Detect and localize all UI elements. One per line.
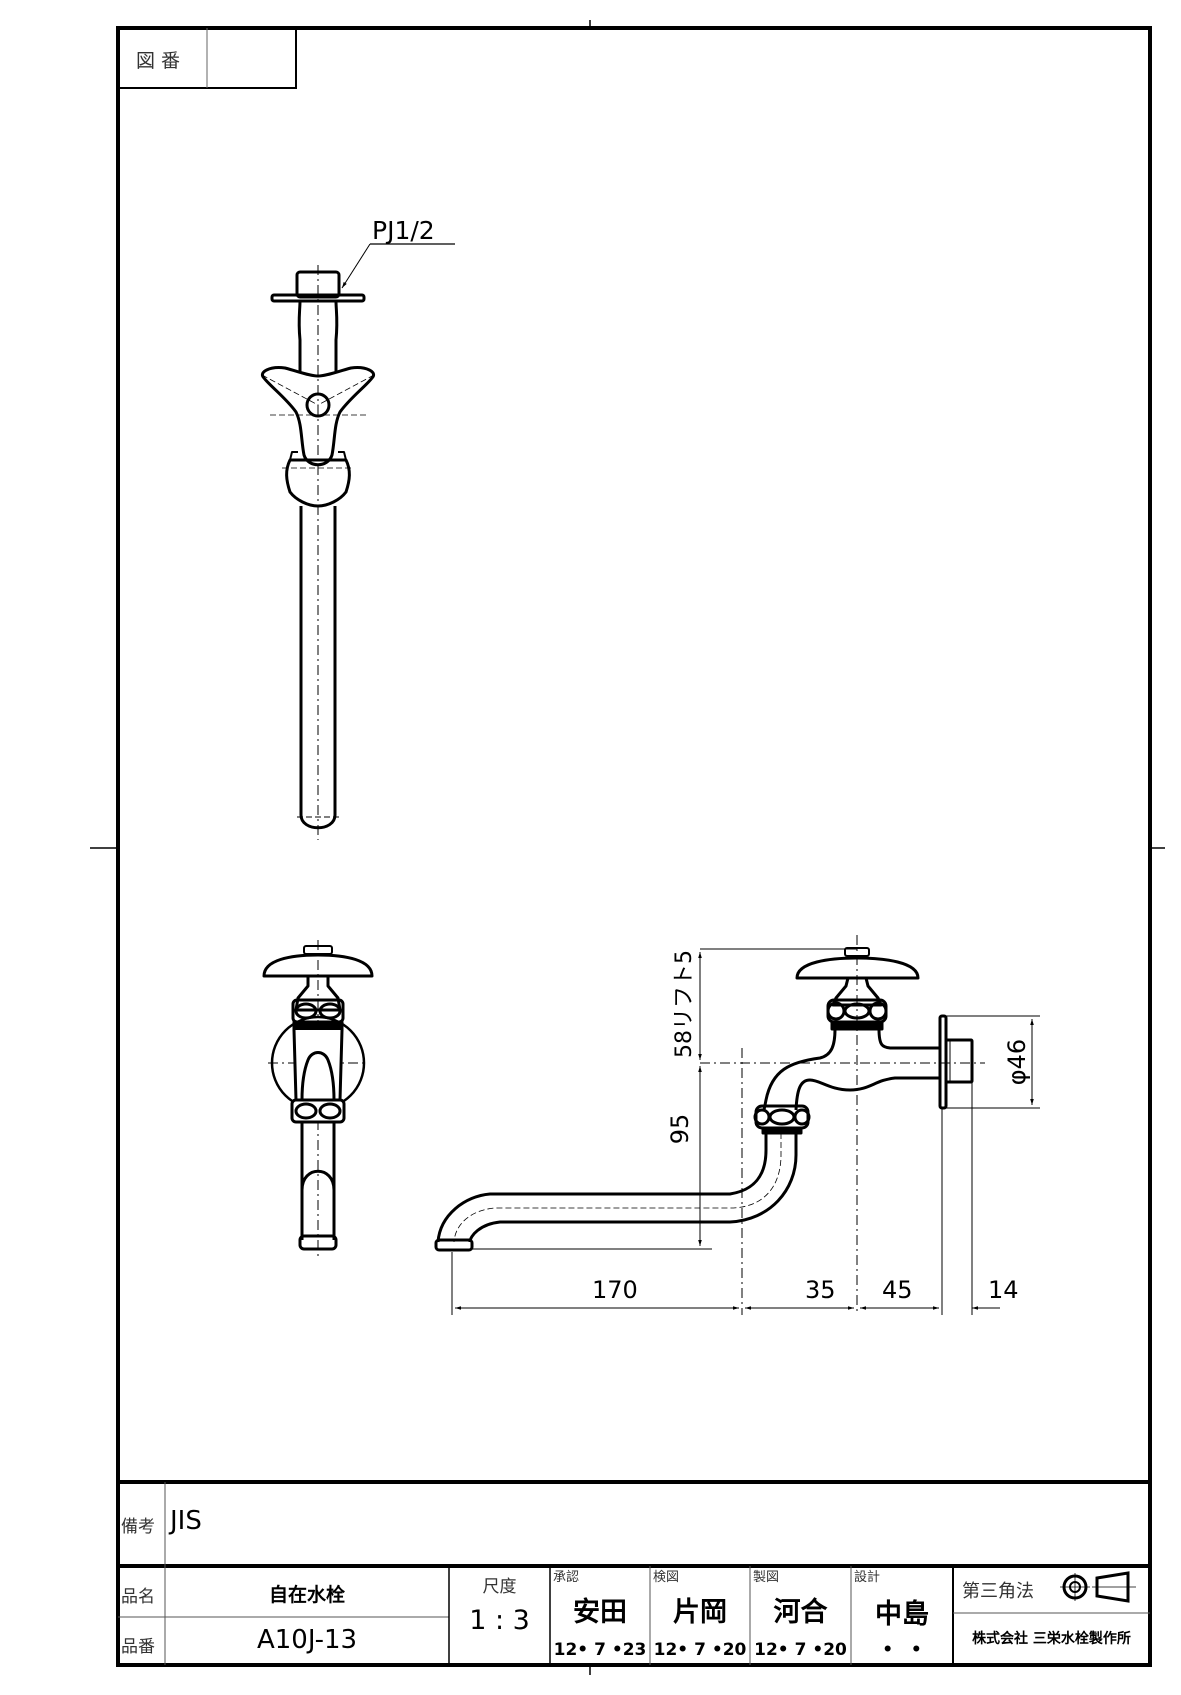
approval-date: 12• 7 •23 xyxy=(553,1640,647,1660)
crop-marks xyxy=(90,20,1165,1675)
top-view xyxy=(261,265,375,840)
product-number-label: 品番 xyxy=(121,1637,155,1657)
approval-role: 承認 xyxy=(553,1570,580,1585)
designer-date: • • xyxy=(882,1640,922,1660)
dim-body-to-flange: 45 xyxy=(882,1276,913,1304)
check-date: 12• 7 •20 xyxy=(653,1640,747,1660)
scale-value: 1 : 3 xyxy=(469,1605,530,1636)
drafter-role: 製図 xyxy=(753,1570,780,1585)
dim-flange-diameter: φ46 xyxy=(1003,1038,1031,1086)
designer-role: 設計 xyxy=(854,1570,881,1585)
front-view xyxy=(262,940,374,1258)
check-role: 検図 xyxy=(653,1570,680,1585)
approval-name: 安田 xyxy=(573,1597,627,1628)
product-number: A10J-13 xyxy=(256,1625,358,1655)
drawing-frame xyxy=(116,26,1152,1667)
dim-spout-reach: 170 xyxy=(592,1276,638,1304)
drafter-date: 12• 7 •20 xyxy=(754,1640,847,1660)
dim-handle-height: 58リフト5 xyxy=(672,950,697,1058)
designer-name: 中島 xyxy=(875,1599,929,1630)
scale-label: 尺度 xyxy=(482,1577,517,1597)
remarks-value: JIS xyxy=(170,1506,202,1536)
drawing-number-label: 図番 xyxy=(136,50,187,72)
projection-label: 第三角法 xyxy=(962,1581,1034,1602)
drawing-number-box xyxy=(118,28,297,89)
drafter-name: 河合 xyxy=(773,1597,828,1628)
product-name: 自在水栓 xyxy=(268,1584,345,1606)
remarks-label: 備考 xyxy=(121,1517,155,1537)
title-block-grid xyxy=(118,1480,1150,1665)
product-name-label: 品名 xyxy=(121,1587,155,1607)
third-angle-projection-icon xyxy=(1060,1571,1136,1603)
company-name: 株式会社 三栄水栓製作所 xyxy=(972,1631,1131,1647)
dim-spout-drop: 95 xyxy=(666,1113,694,1145)
thread-callout-leader xyxy=(341,243,455,289)
dim-thread-length: 14 xyxy=(988,1276,1019,1304)
check-name: 片岡 xyxy=(673,1597,727,1628)
dimension-lines xyxy=(451,948,1040,1315)
dim-elbow-offset: 35 xyxy=(805,1276,836,1304)
thread-callout: PJ1/2 xyxy=(372,216,435,245)
side-view xyxy=(434,935,985,1315)
